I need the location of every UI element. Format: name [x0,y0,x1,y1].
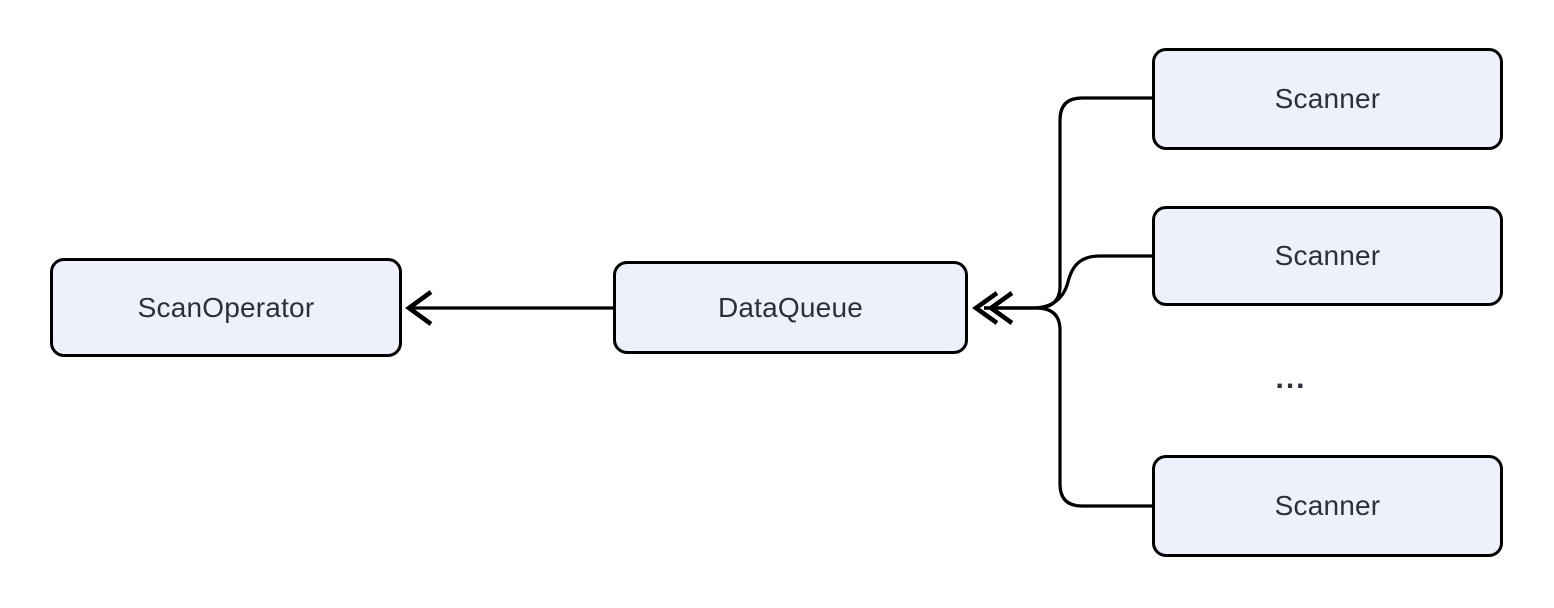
edge-scanner2-to-dataqueue [984,254,1152,310]
node-label: ScanOperator [137,291,315,323]
node-scanner-3: Scanner [1152,455,1503,557]
node-scanoperator: ScanOperator [50,258,402,357]
node-label: DataQueue [717,291,863,323]
edge-scanner3-to-dataqueue [984,306,1152,508]
arrowhead-single-chevron [405,290,433,326]
node-label: Scanner [1274,83,1381,114]
node-scanner-2: Scanner [1152,206,1503,306]
node-label: Scanner [1274,240,1381,271]
more-scanners-ellipsis: ... [1275,362,1307,395]
node-label: Scanner [1274,490,1381,521]
node-scanner-1: Scanner [1152,48,1503,150]
node-dataqueue: DataQueue [613,261,968,354]
arrowhead-double-chevron [972,291,1014,325]
